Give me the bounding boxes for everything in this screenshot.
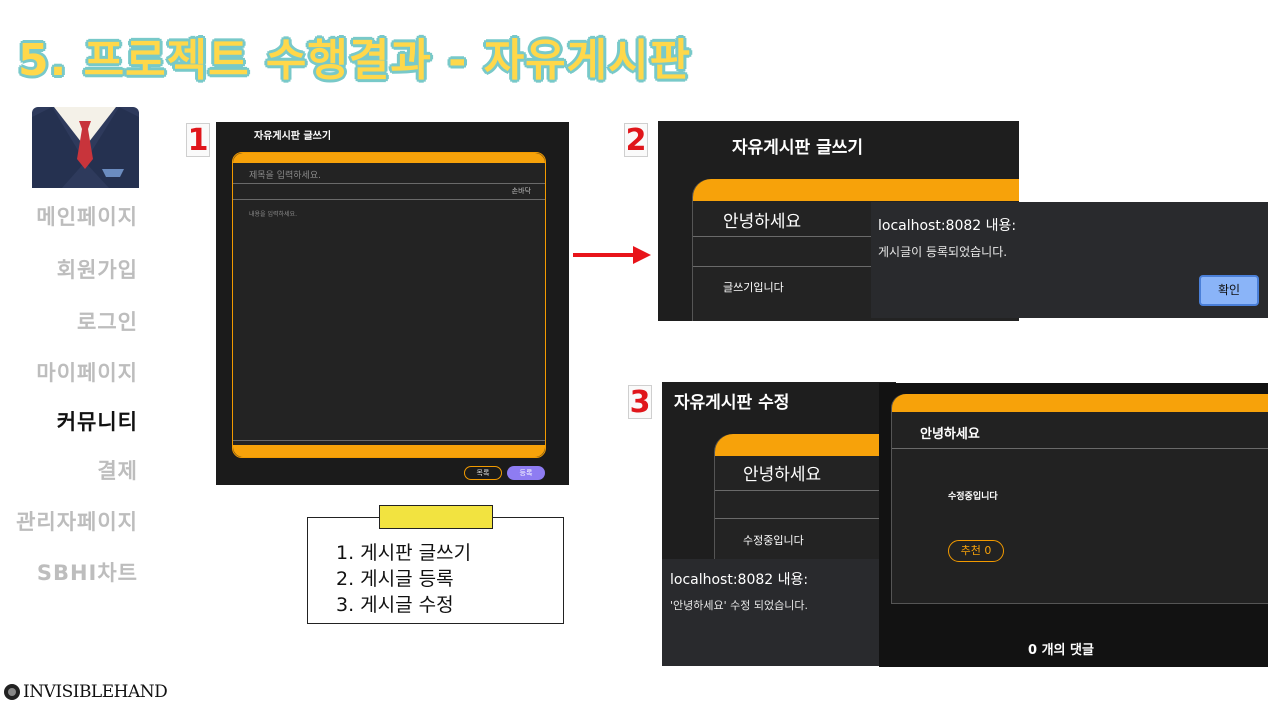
logo-icon [4, 684, 20, 700]
dialog-origin: localhost:8082 내용: [878, 218, 1017, 234]
form-top-bar [693, 179, 1019, 201]
legend-item-3: 3. 게시글 수정 [336, 594, 454, 616]
edit-body-input[interactable]: 수정중입니다 [743, 534, 804, 547]
nav-item-main[interactable]: 메인페이지 [36, 205, 138, 229]
divider [233, 199, 545, 200]
comment-count: 0 개의 댓글 [1028, 643, 1094, 658]
legend-item-1: 1. 게시판 글쓰기 [336, 542, 472, 564]
post-title: 안녕하세요 [723, 212, 802, 232]
list-button[interactable]: 목록 [464, 466, 502, 480]
form-top-bar [715, 434, 896, 456]
divider [693, 236, 1019, 237]
legend-tab [379, 505, 493, 529]
nav-item-login[interactable]: 로그인 [77, 310, 138, 334]
post-body: 수정중입니다 [948, 492, 998, 502]
step-legend-box [307, 517, 564, 624]
dialog-message: 게시글이 등록되었습니다. [878, 245, 1008, 259]
nav-item-signup[interactable]: 회원가입 [56, 258, 138, 282]
form-top-bar [233, 153, 545, 163]
avatar-suit-icon [32, 107, 139, 188]
nav-item-sbhi-chart[interactable]: SBHI차트 [36, 561, 138, 585]
legend-item-2: 2. 게시글 등록 [336, 568, 454, 590]
divider [233, 440, 545, 441]
post-body: 글쓰기입니다 [723, 281, 784, 294]
post-detail: 안녕하세요 수정중입니다 추천 0 [891, 394, 1268, 604]
write-page-title: 자유게시판 글쓰기 [732, 138, 864, 158]
divider [693, 266, 1019, 267]
alert-dialog-registered: localhost:8082 내용: 게시글이 등록되었습니다. 확인 [871, 202, 1268, 318]
submit-button[interactable]: 등록 [507, 466, 545, 480]
ok-button[interactable]: 확인 [1199, 275, 1259, 306]
screenshot-post-detail: 안녕하세요 수정중입니다 추천 0 0 개의 댓글 [879, 383, 1268, 667]
divider [892, 448, 1268, 449]
dialog-message: '안녕하세요' 수정 되었습니다. [670, 599, 808, 612]
nav-item-payment[interactable]: 결제 [97, 459, 138, 483]
dialog-origin: localhost:8082 내용: [670, 572, 809, 588]
recommend-button[interactable]: 추천 0 [948, 540, 1004, 562]
author-name: 손바닥 [511, 187, 531, 195]
slide-title: 5. 프로젝트 수행결과 - 자유게시판 [18, 35, 692, 86]
write-form: 제목을 입력하세요. 손바닥 내용을 입력하세요. [232, 152, 546, 458]
divider [715, 518, 896, 519]
step-number-1: 1 [186, 123, 210, 158]
edit-title-input[interactable]: 안녕하세요 [743, 465, 822, 485]
arrow-right-icon [573, 246, 651, 264]
edit-page-title: 자유게시판 수정 [674, 393, 790, 413]
nav-item-community[interactable]: 커뮤니티 [56, 410, 138, 434]
step-number-3: 3 [628, 385, 652, 420]
logo-text: INVISIBLEHAND [23, 682, 168, 702]
divider [715, 490, 896, 491]
divider [233, 183, 545, 184]
nav-item-mypage[interactable]: 마이페이지 [36, 361, 138, 385]
content-textarea[interactable]: 내용을 입력하세요. [249, 211, 297, 218]
detail-top-bar [892, 394, 1268, 412]
step-number-2: 2 [624, 123, 648, 158]
nav-item-admin[interactable]: 관리자페이지 [16, 510, 138, 534]
write-page-title: 자유게시판 글쓰기 [254, 131, 332, 142]
screenshot-write-form: 자유게시판 글쓰기 제목을 입력하세요. 손바닥 내용을 입력하세요. 목록 등… [216, 122, 569, 485]
title-input[interactable]: 제목을 입력하세요. [249, 171, 321, 181]
brand-logo: INVISIBLEHAND [4, 682, 168, 702]
alert-dialog-edited: localhost:8082 내용: '안녕하세요' 수정 되었습니다. [662, 559, 882, 666]
form-bottom-bar [233, 445, 545, 457]
post-title: 안녕하세요 [920, 427, 980, 442]
